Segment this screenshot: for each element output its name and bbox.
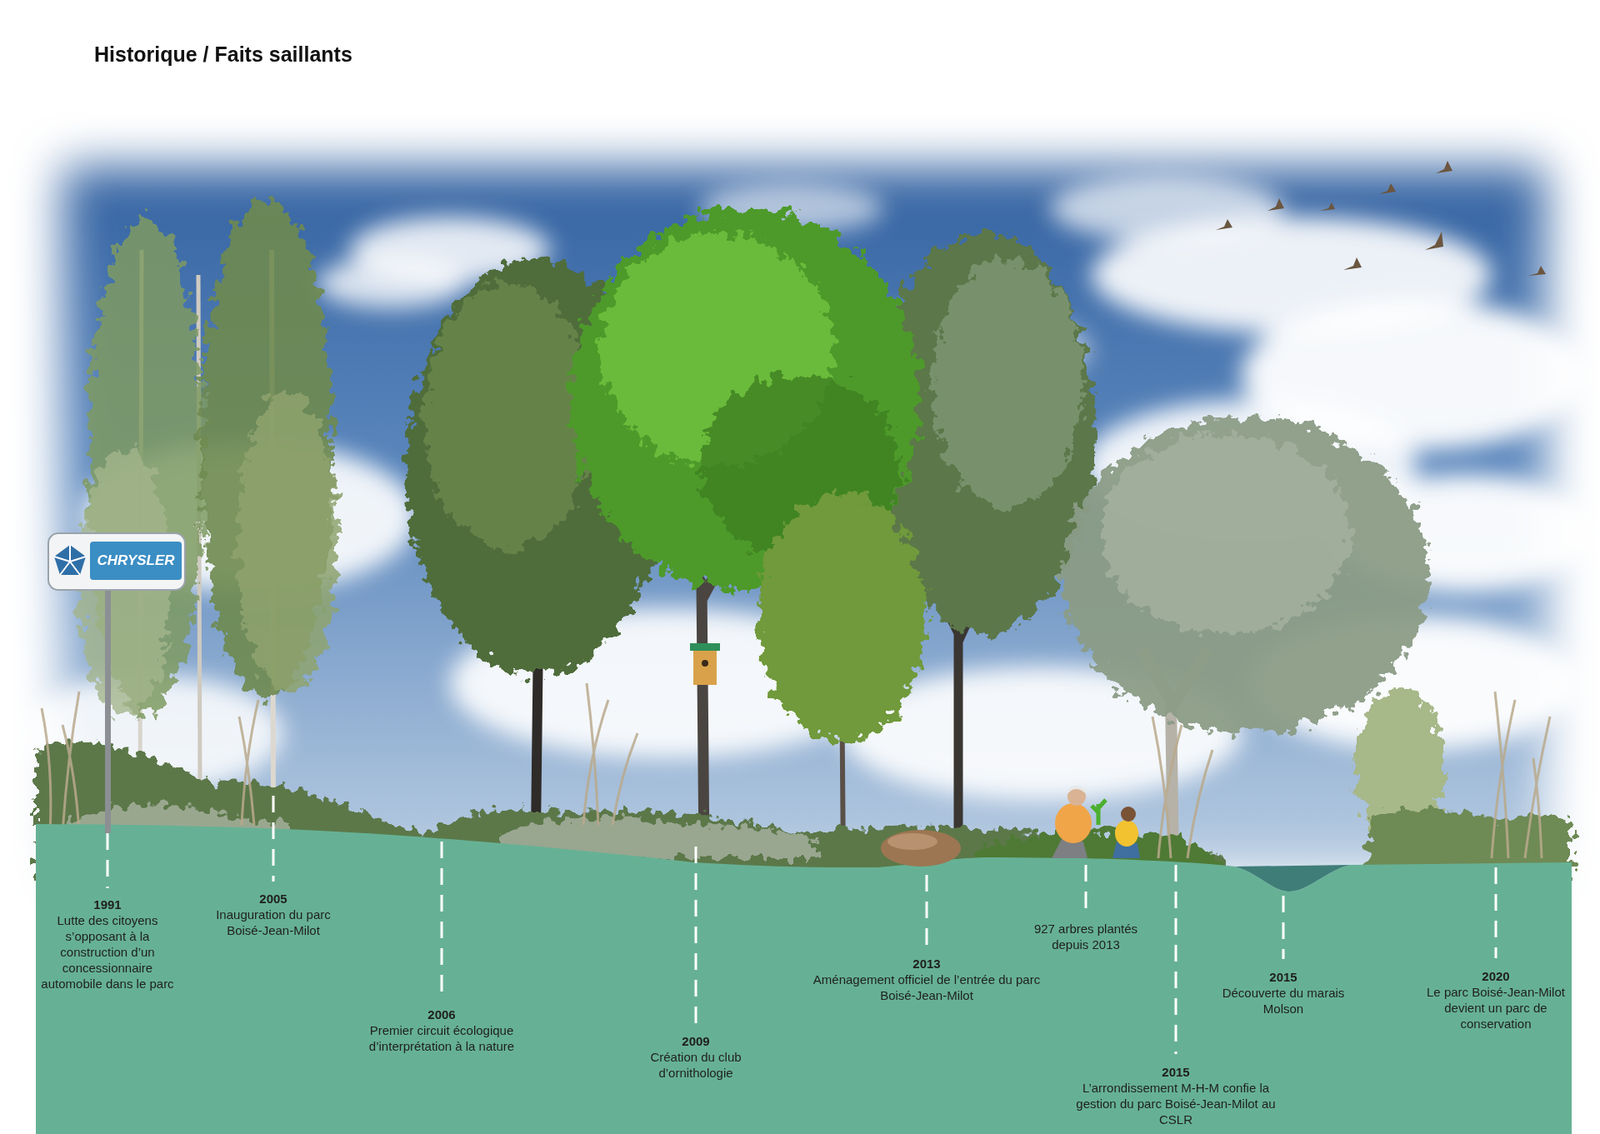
sign-text: CHRYSLER xyxy=(90,541,182,580)
chrysler-sign xyxy=(48,533,185,834)
small-crown xyxy=(758,491,925,742)
goose xyxy=(1435,160,1453,174)
birdhouse xyxy=(690,643,720,685)
timeline-dash xyxy=(925,875,929,946)
ground xyxy=(35,824,1572,1134)
timeline-event: Aménagement officiel de l’entrée du parc… xyxy=(810,971,1044,1004)
timeline-event: Création du club d’ornithologie xyxy=(641,1049,750,1081)
man-shirt xyxy=(1055,803,1092,844)
timeline-year: 2009 xyxy=(641,1033,750,1050)
marsh-water xyxy=(1235,865,1350,892)
birdhouse-box xyxy=(693,648,717,685)
goose xyxy=(1320,202,1335,211)
child-shirt xyxy=(1115,820,1139,847)
timeline-year: 2006 xyxy=(341,1006,542,1023)
rock-highlight xyxy=(887,833,938,850)
timeline-dash xyxy=(272,795,275,882)
grass-tuft xyxy=(239,700,259,825)
birdhouse-roof xyxy=(690,643,720,651)
clouds xyxy=(16,175,1600,800)
goose xyxy=(1527,265,1546,276)
grey-crown xyxy=(1062,416,1430,734)
timeline-dash xyxy=(440,841,444,997)
grass-tuft xyxy=(583,683,638,825)
goose xyxy=(1343,257,1362,270)
timeline-year: 2020 xyxy=(1412,968,1580,985)
timeline-dash xyxy=(695,846,698,1024)
birdhouse-hole xyxy=(701,660,709,667)
timeline-event: Le parc Boisé-Jean-Milot devient un parc… xyxy=(1412,984,1580,1032)
cloud xyxy=(316,258,467,309)
timeline-year: 2013 xyxy=(810,955,1044,972)
timeline-year: 2015 xyxy=(1071,1064,1280,1080)
goose xyxy=(1215,219,1233,230)
pentastar xyxy=(54,545,86,575)
timeline-event: L’arrondissement M-H-M confie la gestion… xyxy=(1071,1080,1280,1128)
man-hair xyxy=(1067,787,1086,792)
rock xyxy=(880,830,961,867)
timeline-dash xyxy=(1175,865,1178,1055)
grey-crown xyxy=(1100,433,1350,634)
sign-panel xyxy=(48,533,185,590)
people-planting xyxy=(1051,787,1140,859)
timeline-event: Lutte des citoyens s’opposant à la const… xyxy=(40,912,175,992)
page-title: Historique / Faits saillants xyxy=(94,41,353,67)
sign-pole xyxy=(105,587,111,834)
timeline-year: 2015 xyxy=(1220,969,1346,985)
grass-tuft xyxy=(1491,691,1550,859)
timeline-event: Premier circuit écologique d’interprétat… xyxy=(341,1022,542,1055)
goose xyxy=(1379,183,1396,195)
child-head xyxy=(1120,806,1136,822)
sky-fill xyxy=(0,100,1600,934)
timeline-dashes xyxy=(107,795,1496,1055)
cloud xyxy=(1050,175,1284,242)
timeline-dash xyxy=(1085,865,1088,911)
man-head xyxy=(1067,787,1086,806)
oak-crown xyxy=(425,283,592,550)
timeline-event: Découverte du marais Molson xyxy=(1220,985,1346,1017)
timeline-year: 2005 xyxy=(202,890,345,907)
geese xyxy=(1215,160,1546,276)
pentastar-lines xyxy=(54,545,86,575)
tree-crowns xyxy=(79,200,1446,846)
timeline-event: Inauguration du parc Boisé-Jean-Milot xyxy=(202,906,345,939)
timeline-dash xyxy=(1495,867,1498,959)
goose xyxy=(1425,231,1444,250)
timeline-event: 927 arbres plantés depuis 2013 xyxy=(1023,920,1149,953)
sky xyxy=(0,100,1600,934)
grass-tuft xyxy=(1152,716,1213,859)
timeline-dash xyxy=(106,833,110,889)
timeline-year: 1991 xyxy=(40,896,175,913)
tree-crown xyxy=(933,258,1084,509)
seedling xyxy=(1091,800,1106,825)
birch-crown xyxy=(237,391,338,692)
goose xyxy=(1267,198,1285,211)
timeline-dash xyxy=(1282,895,1285,960)
sign-band xyxy=(90,541,182,580)
grass-tuft xyxy=(41,691,80,834)
